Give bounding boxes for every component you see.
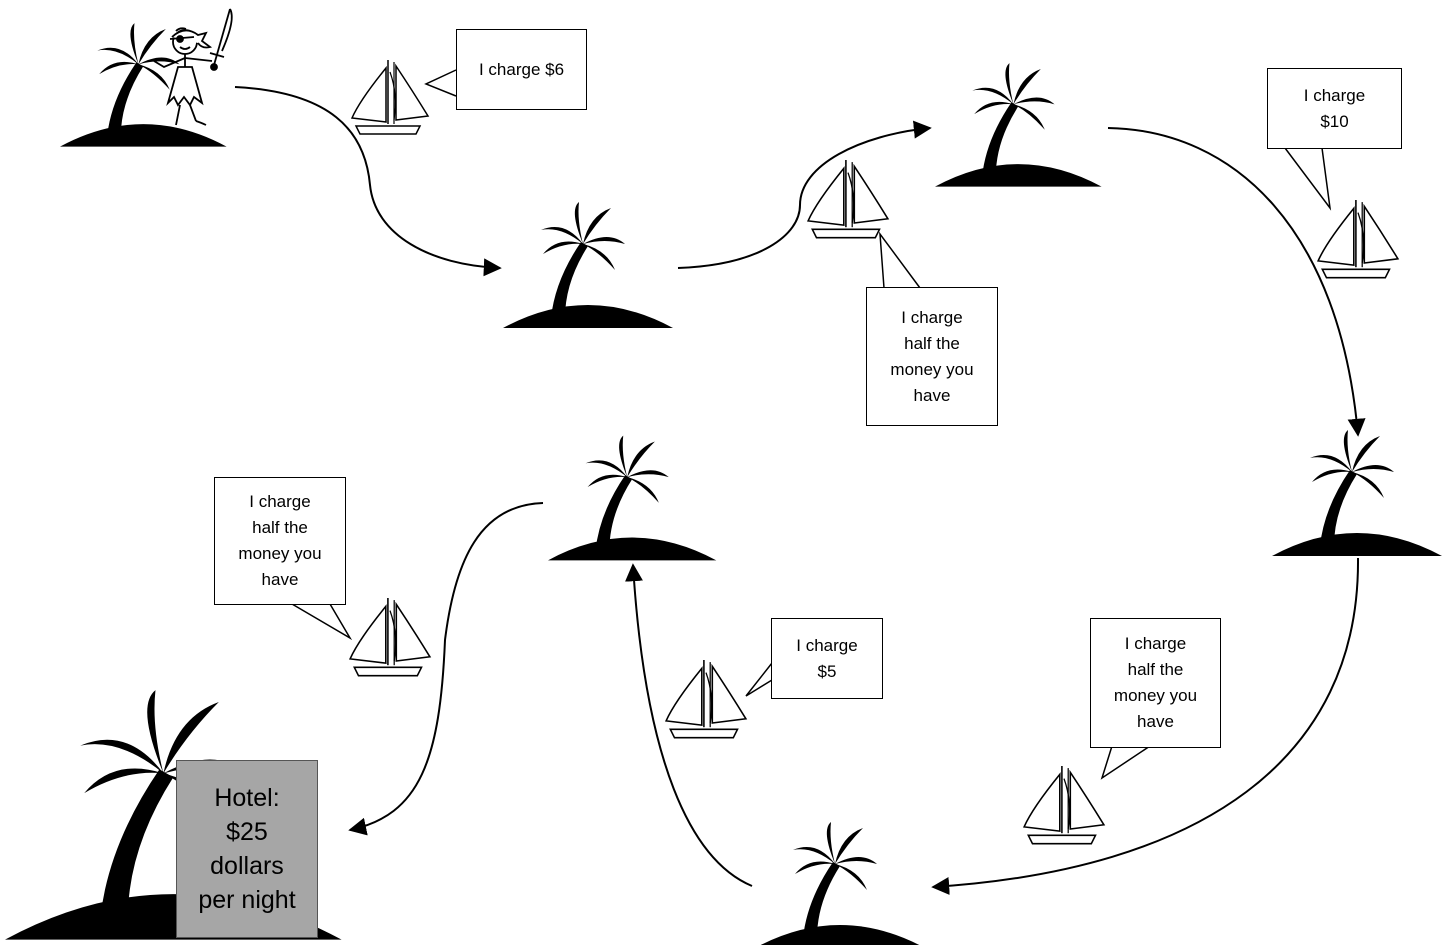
callout-tail-6 (1100, 745, 1151, 780)
route-arrow-3 (1107, 127, 1366, 437)
callout-charge-10: I charge $10 (1267, 68, 1402, 149)
route-arrow-2 (677, 120, 932, 269)
callout-tail-4 (291, 603, 353, 641)
callout-tail-5 (745, 662, 773, 697)
callout-tail-2 (1284, 147, 1332, 211)
callout-charge-half-2: I charge half the money you have (214, 477, 346, 605)
sailboat-icon (351, 59, 429, 135)
callout-tail-1 (424, 69, 457, 97)
pirate-girl-icon (153, 8, 233, 126)
hotel-sign: Hotel: $25 dollars per night (176, 760, 318, 938)
sailboat-icon (1023, 765, 1105, 845)
sailboat-icon (349, 597, 431, 677)
route-arrow-4 (931, 557, 1360, 895)
palm-island-icon (548, 435, 717, 561)
route-arrow-1 (234, 86, 502, 277)
callout-charge-5: I charge $5 (771, 618, 883, 699)
palm-island-icon (755, 822, 925, 945)
route-arrow-5 (625, 563, 753, 887)
callout-charge-6: I charge $6 (456, 29, 587, 110)
sailboat-icon (807, 159, 889, 239)
palm-island-icon (935, 63, 1102, 187)
route-arrow-6 (348, 502, 544, 836)
palm-island-icon (503, 202, 673, 328)
callout-charge-half-3: I charge half the money you have (1090, 618, 1221, 748)
callout-tail-3 (879, 231, 921, 289)
sailboat-icon (665, 659, 747, 739)
sailboat-icon (1317, 199, 1399, 279)
palm-island-icon (1272, 430, 1442, 556)
callout-charge-half-1: I charge half the money you have (866, 287, 998, 426)
